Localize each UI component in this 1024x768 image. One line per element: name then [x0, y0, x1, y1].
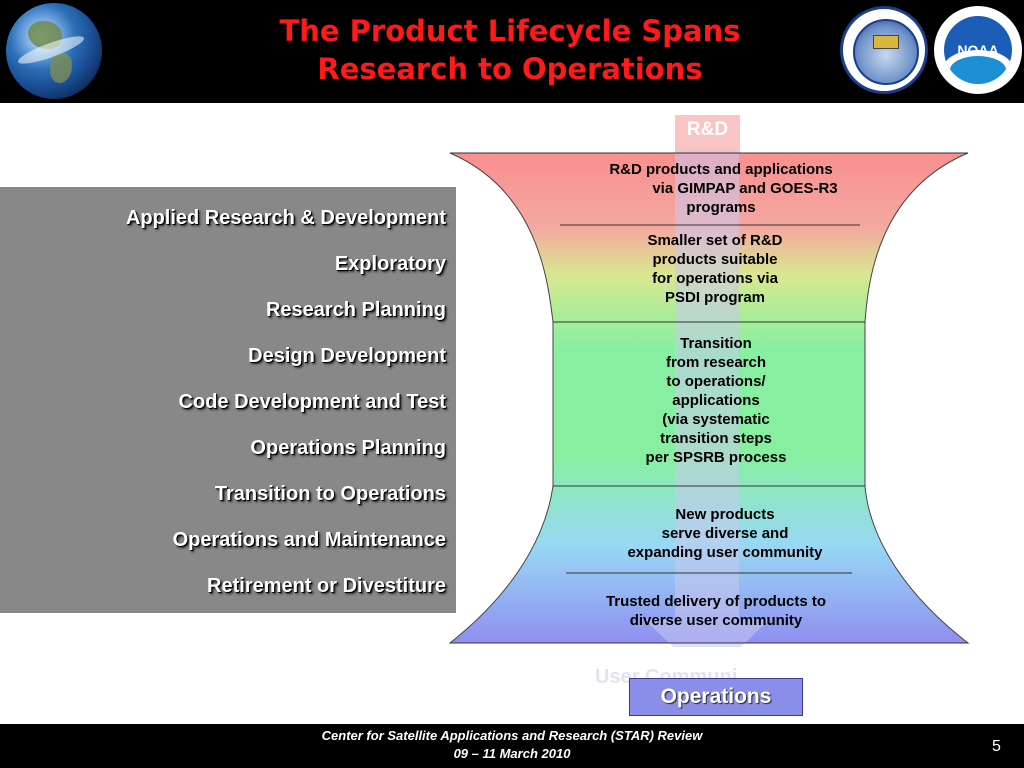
footer-line-2: 09 – 11 March 2010: [453, 746, 571, 761]
title-line-2: Research to Operations: [317, 52, 703, 86]
phase-item: Code Development and Test: [178, 391, 446, 413]
slide-title: The Product Lifecycle Spans Research to …: [210, 12, 810, 88]
noaa-nesdis-star-logo-icon: [840, 6, 928, 94]
phase-item: Exploratory: [334, 253, 446, 275]
footer-line-1: Center for Satellite Applications and Re…: [321, 728, 703, 743]
funnel-segment-5: Trusted delivery of products to diverse …: [605, 593, 827, 629]
title-line-1: The Product Lifecycle Spans: [279, 14, 741, 48]
page-number: 5: [992, 738, 1001, 755]
phase-item: Transition to Operations: [214, 483, 446, 505]
rd-label-text: R&D: [686, 119, 729, 140]
footer-bar: Center for Satellite Applications and Re…: [0, 724, 1024, 768]
rd-label-box: R&D: [675, 115, 740, 153]
phase-item: Operations Planning: [250, 437, 446, 459]
funnel-segment-3: Transition from research to operations/ …: [645, 335, 787, 466]
phase-item: Research Planning: [265, 299, 446, 321]
funnel-diagram: [448, 151, 970, 647]
funnel-segment-1: R&D products and applications via GIMPAP…: [609, 161, 838, 216]
operations-label-text: Operations: [660, 685, 772, 708]
phase-item: Applied Research & Development: [125, 207, 446, 229]
phase-item: Operations and Maintenance: [172, 529, 446, 551]
lifecycle-phases-panel: Applied Research & Development Explorato…: [0, 187, 456, 613]
noaa-logo-text: NOAA: [957, 42, 999, 58]
earth-globe-icon: [6, 3, 102, 99]
header-bar: The Product Lifecycle Spans Research to …: [0, 0, 1024, 103]
transition-arrow: [644, 151, 770, 647]
phase-item: Design Development: [248, 345, 446, 367]
noaa-logo-icon: NOAA: [934, 6, 1022, 94]
phase-item: Retirement or Divestiture: [207, 575, 446, 597]
operations-label-box: Operations: [629, 678, 803, 716]
funnel-segment-2: Smaller set of R&D products suitable for…: [647, 232, 783, 306]
funnel-segment-4: New products serve diverse and expanding…: [627, 506, 823, 561]
footer-text: Center for Satellite Applications and Re…: [0, 727, 1024, 763]
